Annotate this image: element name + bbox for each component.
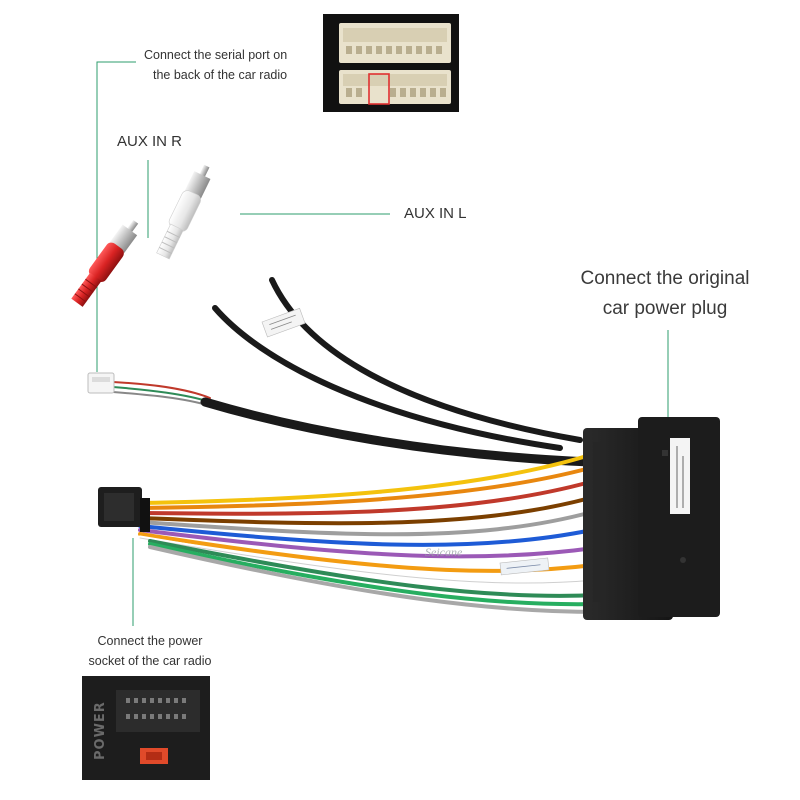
watermark: Seicane <box>425 545 463 559</box>
cable-tag-harness <box>499 557 550 576</box>
power-socket-callout-line2: socket of the car radio <box>88 654 212 668</box>
aux-in-r-label: AUX IN R <box>117 133 183 150</box>
serial-port-connector <box>87 372 115 394</box>
power-socket-pins <box>126 698 186 719</box>
serial-cable <box>200 397 595 467</box>
power-plug-label-tag <box>670 438 690 514</box>
aux-r-cable <box>212 305 563 451</box>
serial-port-callout: Connect the serial port on the back of t… <box>144 45 287 85</box>
car-power-plug-block <box>583 417 720 620</box>
power-plug-callout: Connect the original car power plug <box>560 264 770 324</box>
serial-port-callout-line2: the back of the car radio <box>153 68 288 82</box>
serial-port-leader <box>96 61 136 372</box>
power-socket-connector <box>98 487 150 532</box>
aux-in-l-label: AUX IN L <box>404 205 467 222</box>
rca-plug-red <box>71 220 139 307</box>
serial-port-callout-line1: Connect the serial port on <box>144 48 288 62</box>
power-socket-inset: POWER <box>82 676 210 780</box>
serial-port-pins <box>346 46 446 97</box>
power-plug-callout-line2: car power plug <box>602 298 728 319</box>
aux-l-cable <box>269 277 583 443</box>
power-socket-callout: Connect the power socket of the car radi… <box>70 631 230 671</box>
rca-plug-white <box>156 164 211 260</box>
serial-port-highlight <box>368 73 390 105</box>
cable-tag-rca <box>261 307 306 338</box>
cables <box>112 277 602 614</box>
power-socket-side-label: POWER <box>93 701 108 760</box>
power-socket-callout-line1: Connect the power <box>97 634 203 648</box>
power-plug-callout-line1: Connect the original <box>580 268 750 289</box>
serial-port-inset <box>323 14 459 112</box>
